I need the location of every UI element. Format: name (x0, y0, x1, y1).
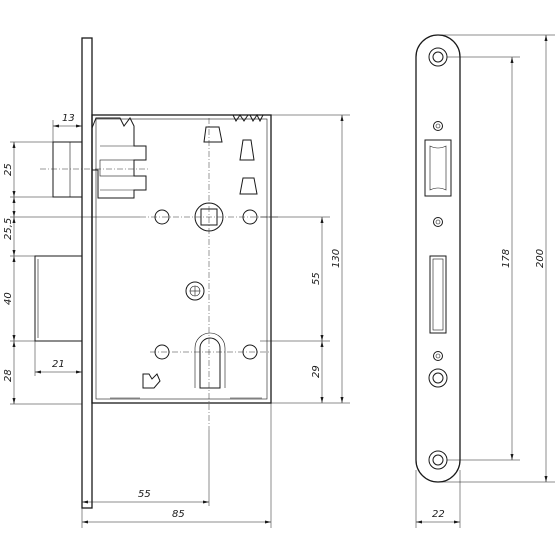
top-notches (232, 114, 264, 123)
dim-55-horizontal: 55 (138, 489, 151, 500)
dim-13: 13 (62, 113, 75, 124)
dim-130: 130 (331, 249, 342, 268)
faceplate-outline (415, 34, 461, 483)
body-slots (203, 126, 258, 195)
faceplate-screw-upper (433, 121, 443, 131)
dim-178: 178 (501, 249, 512, 268)
faceplate-side (81, 37, 93, 509)
cylinder-cutout (194, 332, 226, 389)
dim-29: 29 (311, 365, 322, 378)
dead-bolt (34, 255, 83, 342)
dim-28: 28 (3, 369, 14, 382)
faceplate-screw-middle (433, 217, 443, 227)
lock-side-view (34, 37, 280, 509)
dim-25: 25 (3, 163, 14, 176)
cylinder-fix-hole (428, 368, 448, 388)
lock-body (91, 114, 272, 404)
front-dimensions: 178 200 22 (415, 34, 555, 528)
deadbolt-slot (429, 255, 447, 334)
latch-slot (424, 139, 452, 197)
dim-25-5: 25,5 (3, 218, 14, 240)
top-mounting-screw (428, 47, 448, 67)
bottom-mounting-screw (428, 450, 448, 470)
dim-200: 200 (535, 249, 546, 268)
faceplate-screw-lower (433, 351, 443, 361)
latch-mechanism (91, 117, 147, 199)
dim-85: 85 (172, 509, 185, 520)
faceplate-front-view (415, 34, 461, 483)
latch-bolt (52, 141, 83, 198)
middle-screw (185, 281, 205, 301)
dim-55-vertical: 55 (311, 272, 322, 285)
dim-21: 21 (52, 359, 65, 370)
lever-part (142, 373, 161, 389)
dim-22: 22 (432, 509, 445, 520)
dim-40: 40 (3, 292, 14, 305)
side-dimensions: 13 25 25,5 40 28 21 1 (3, 113, 350, 528)
